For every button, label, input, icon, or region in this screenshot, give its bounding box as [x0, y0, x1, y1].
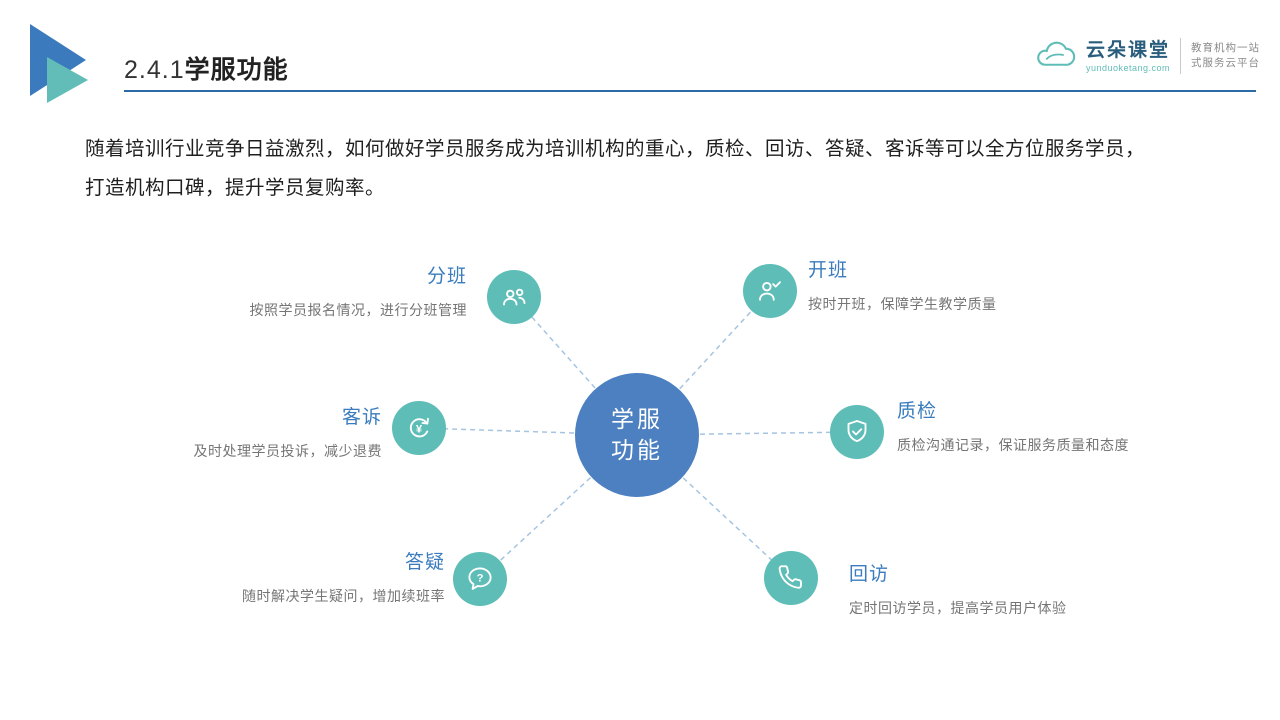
node-circle-kesu: ¥: [392, 401, 446, 455]
node-desc: 按时开班，保障学生教学质量: [808, 296, 997, 312]
node-desc: 质检沟通记录，保证服务质量和态度: [897, 437, 1129, 453]
brand-tagline: 教育机构一站 式服务云平台: [1191, 41, 1260, 71]
yen-refresh-icon: ¥: [409, 417, 429, 438]
node-circle-fenban: [487, 270, 541, 324]
question-bubble-icon: ?: [468, 567, 492, 590]
phone-icon: [778, 565, 802, 589]
node-label: 开班: [808, 260, 849, 281]
node-text-fenban: 分班 按照学员报名情况，进行分班管理: [250, 261, 468, 320]
brand-tagline-line2: 式服务云平台: [1191, 57, 1260, 69]
svg-text:?: ?: [477, 572, 484, 584]
node-label: 客诉: [341, 407, 382, 428]
center-node-line2: 功能: [611, 437, 663, 463]
logo-triangle-teal: [47, 57, 88, 103]
cloud-icon: [1037, 41, 1076, 66]
center-node-line1: 学服: [611, 406, 663, 432]
svg-text:¥: ¥: [416, 423, 423, 435]
page-title: 2.4.1学服功能: [124, 50, 289, 86]
intro-line2: 打造机构口碑，提升学员复购率。: [85, 177, 386, 199]
node-desc: 随时解决学生疑问，增加续班率: [242, 588, 445, 604]
node-label: 回访: [849, 564, 890, 585]
page-title-text: 学服功能: [184, 56, 289, 84]
node-label: 质检: [897, 401, 938, 422]
node-circle-zhijian: [830, 405, 884, 459]
node-circle-kaiban: [743, 264, 797, 318]
brand-name-block: 云朵课堂 yunduoketang.com: [1086, 40, 1170, 73]
node-label: 答疑: [404, 552, 445, 573]
intro-paragraph: 随着培训行业竞争日益激烈，如何做好学员服务成为培训机构的重心，质检、回访、答疑、…: [85, 130, 1215, 208]
shield-check-icon: [847, 420, 867, 443]
node-text-huifang: 回访 定时回访学员，提高学员用户体验: [849, 559, 1067, 618]
node-text-zhijian: 质检 质检沟通记录，保证服务质量和态度: [897, 396, 1129, 455]
brand-url: yunduoketang.com: [1085, 62, 1170, 73]
title-underline: [124, 90, 1256, 92]
node-text-kaiban: 开班 按时开班，保障学生教学质量: [808, 255, 997, 314]
node-desc: 及时处理学员投诉，减少退费: [193, 443, 382, 459]
page-title-number: 2.4.1: [124, 56, 185, 84]
node-text-dayi: 答疑 随时解决学生疑问，增加续班率: [242, 547, 445, 606]
brand-name: 云朵课堂: [1085, 39, 1170, 61]
brand-tagline-line1: 教育机构一站: [1191, 42, 1260, 54]
node-desc: 按照学员报名情况，进行分班管理: [249, 302, 467, 318]
brand-logo: 云朵课堂 yunduoketang.com 教育机构一站 式服务云平台: [1034, 38, 1260, 74]
intro-line1: 随着培训行业竞争日益激烈，如何做好学员服务成为培训机构的重心，质检、回访、答疑、…: [85, 138, 1146, 160]
node-circle-dayi: ?: [453, 552, 507, 606]
person-check-icon: [759, 281, 781, 301]
node-text-kesu: 客诉 及时处理学员投诉，减少退费: [194, 402, 383, 461]
node-desc: 定时回访学员，提高学员用户体验: [849, 600, 1067, 616]
node-circle-huifang: [764, 551, 818, 605]
center-node: 学服 功能: [575, 373, 699, 497]
people-icon: [503, 288, 526, 306]
brand-divider: [1180, 38, 1181, 74]
node-label: 分班: [426, 266, 467, 287]
